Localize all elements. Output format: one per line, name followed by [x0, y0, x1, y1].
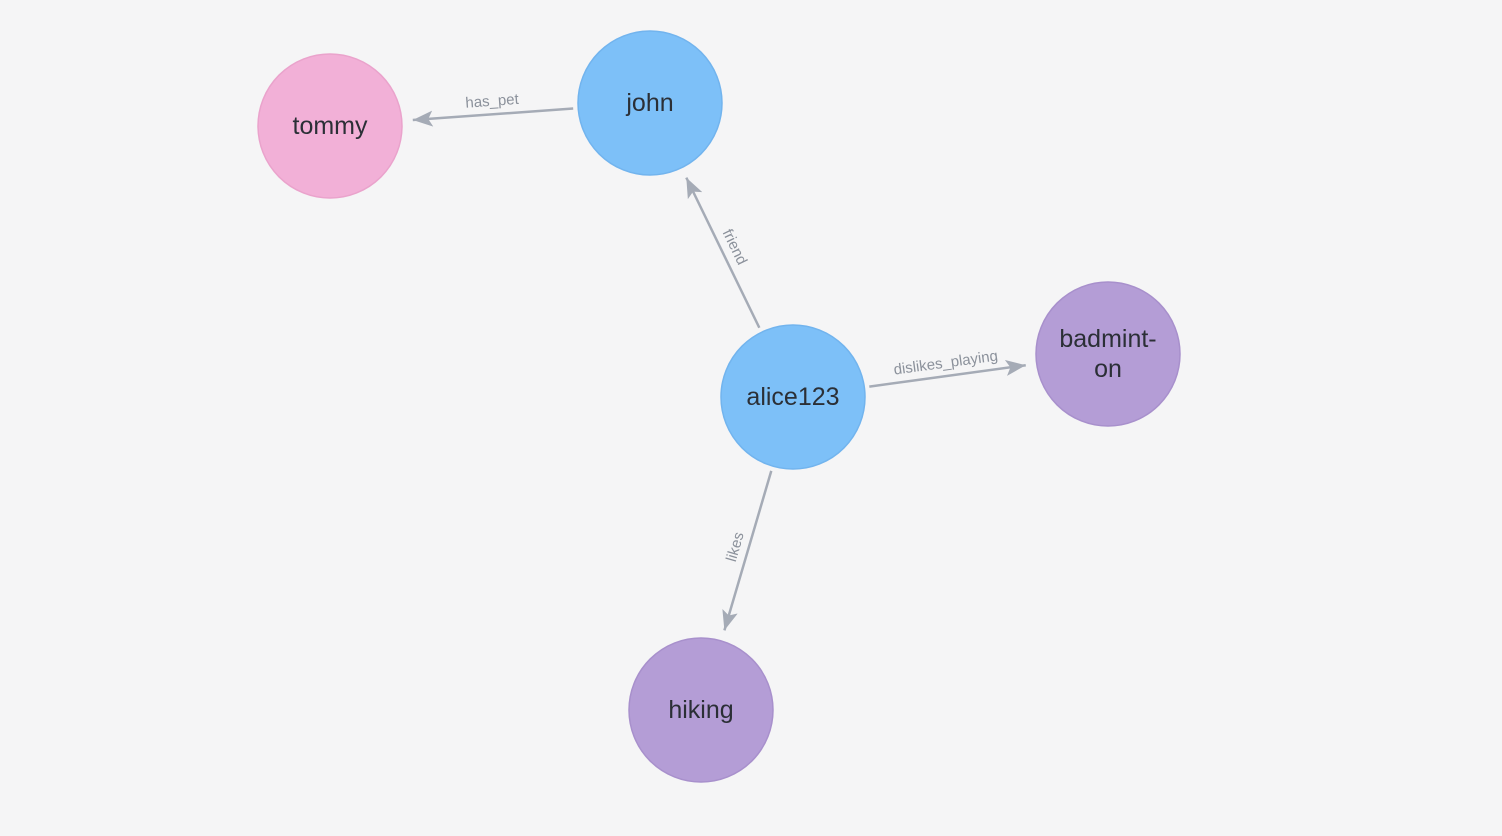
graph-node-badminton[interactable]: badmint-on: [1035, 281, 1181, 427]
edge-label: dislikes_playing: [893, 347, 999, 378]
graph-edge-dislikes_playing: dislikes_playing: [869, 347, 1026, 388]
edge-label: has_pet: [465, 91, 520, 112]
graph-edge-has_pet: has_pet: [412, 91, 574, 127]
node-circle-hiking[interactable]: [628, 637, 774, 783]
graph-edge-friend: friend: [685, 177, 761, 329]
node-circle-tommy[interactable]: [257, 53, 403, 199]
graph-node-alice123[interactable]: alice123: [720, 324, 866, 470]
edge-line-john-tommy[interactable]: [412, 107, 574, 127]
edge-line-alice123-hiking[interactable]: [722, 470, 773, 631]
edge-line-alice123-john[interactable]: [685, 177, 761, 329]
edge-label: likes: [723, 530, 748, 564]
node-circle-alice123[interactable]: [720, 324, 866, 470]
graph-edge-likes: likes: [722, 470, 773, 631]
edge-line-alice123-badminton[interactable]: [869, 360, 1026, 388]
node-circle-badminton[interactable]: [1035, 281, 1181, 427]
edge-label: friend: [719, 226, 751, 267]
node-circle-john[interactable]: [577, 30, 723, 176]
graph-node-tommy[interactable]: tommy: [257, 53, 403, 199]
graph-node-hiking[interactable]: hiking: [628, 637, 774, 783]
graph-node-john[interactable]: john: [577, 30, 723, 176]
